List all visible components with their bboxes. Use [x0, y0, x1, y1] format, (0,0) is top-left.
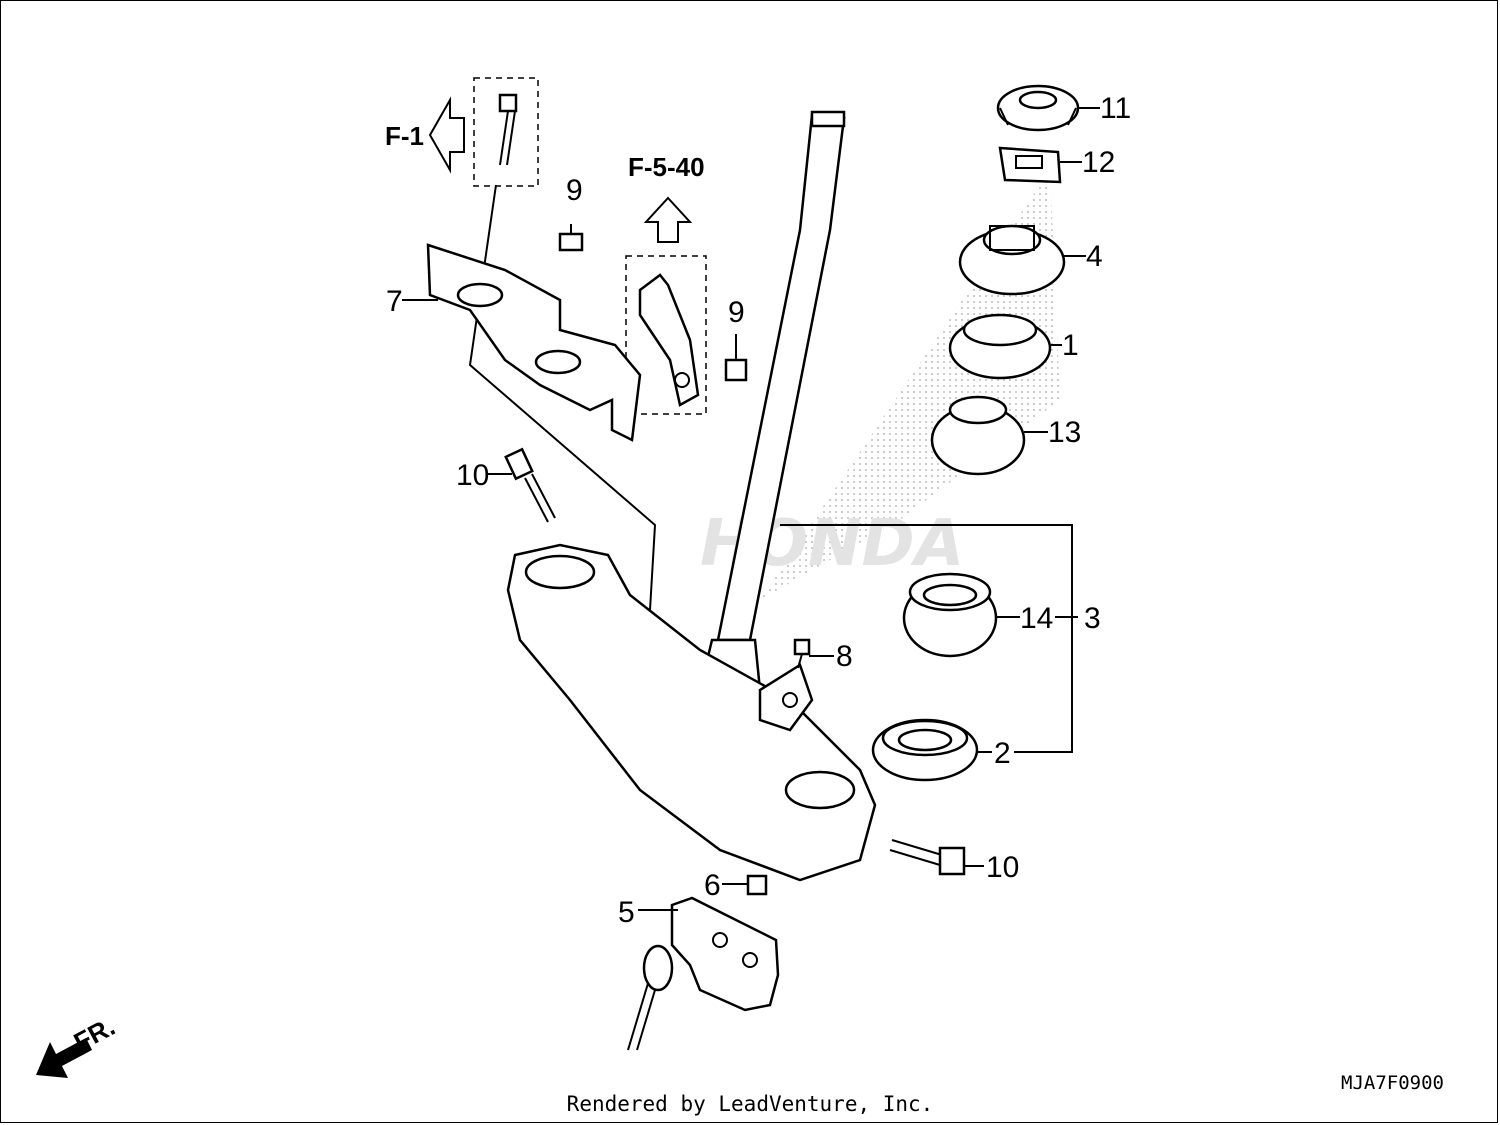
f540-reference[interactable]: F-5-40 [628, 152, 705, 182]
render-credit: Rendered by LeadVenture, Inc. [566, 1092, 934, 1116]
f1-arrow-icon [428, 96, 465, 174]
bearing-14 [902, 572, 998, 658]
f1-reference[interactable]: F-1 [385, 121, 424, 151]
adjustment-nut-4 [958, 224, 1066, 296]
bracket-reference-box [625, 255, 707, 415]
nut-9-lower [724, 334, 748, 382]
callout-2[interactable]: 2 [994, 737, 1011, 770]
leader-lines [402, 107, 1100, 911]
stem-thread [810, 110, 846, 128]
callout-13[interactable]: 13 [1048, 416, 1081, 449]
fork-hole-right [784, 770, 856, 810]
callout-6[interactable]: 6 [704, 869, 721, 902]
bottom-bridge [506, 543, 877, 882]
top-bolt [498, 93, 518, 166]
bolt-8 [793, 638, 811, 669]
bracket [638, 273, 700, 407]
race-2 [871, 718, 979, 782]
bolt-10-right [889, 839, 966, 876]
plate-hole-left [456, 282, 504, 308]
diagram-code: MJA7F0900 [1341, 1072, 1444, 1094]
callout-9-upper[interactable]: 9 [566, 174, 583, 207]
plate-hole-right [534, 349, 582, 375]
top-bridge-plate [426, 243, 642, 442]
callout-4[interactable]: 4 [1086, 240, 1103, 273]
nut-9-upper [558, 224, 584, 252]
callout-3[interactable]: 3 [1084, 602, 1101, 635]
nut-6 [746, 874, 768, 896]
callout-9-lower[interactable]: 9 [728, 296, 745, 329]
callout-10-right[interactable]: 10 [986, 851, 1019, 884]
front-direction-arrow-icon [36, 1038, 92, 1078]
dust-seal-1 [948, 313, 1052, 380]
callout-7[interactable]: 7 [386, 285, 403, 318]
lock-washer-12 [998, 146, 1062, 184]
fork-hole-left [524, 554, 596, 590]
callout-5[interactable]: 5 [618, 896, 635, 929]
callout-1[interactable]: 1 [1062, 329, 1079, 362]
bolt-reference-box [473, 77, 539, 187]
f540-arrow-icon [643, 196, 693, 243]
lock-nut-11 [996, 84, 1080, 132]
stop-bracket [758, 663, 814, 732]
callout-11[interactable]: 11 [1100, 92, 1131, 125]
bolt-10-left [504, 447, 556, 523]
ignition-switch-5 [627, 896, 780, 1051]
bracket-hole [674, 372, 690, 388]
callout-8[interactable]: 8 [836, 640, 853, 673]
callout-14[interactable]: 14 [1020, 602, 1053, 635]
callout-12[interactable]: 12 [1082, 146, 1115, 179]
bearing-13 [930, 395, 1026, 476]
steering-stem [698, 110, 846, 692]
callout-10-left[interactable]: 10 [456, 459, 489, 492]
stop-bracket-hole [782, 692, 798, 708]
